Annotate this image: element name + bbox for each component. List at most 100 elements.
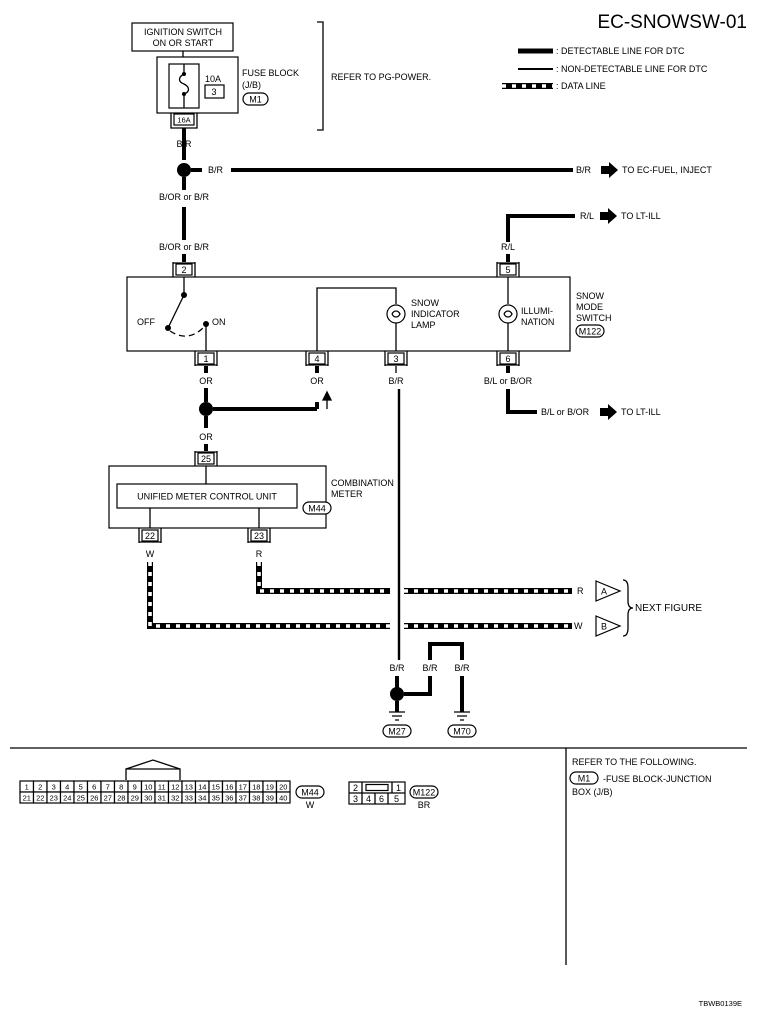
- to-lt-ill-label-2: TO LT-ILL: [621, 407, 661, 417]
- wire-label-or-4: OR: [310, 376, 324, 386]
- pin6-label: 6: [505, 354, 510, 364]
- switch-off-contact: [165, 325, 171, 331]
- pin2-label: 2: [181, 265, 186, 275]
- switch-name-3: SWITCH: [576, 313, 612, 323]
- fuse-block-connector-badge: [242, 92, 269, 106]
- m44-pin-25: 25: [77, 794, 85, 803]
- lamp-label-3: LAMP: [411, 320, 436, 330]
- ground-m27-badge: [382, 724, 412, 738]
- m44-pin-39: 39: [266, 794, 274, 803]
- m122-pin-5: 5: [394, 794, 399, 804]
- pin3-bracket: [384, 351, 408, 366]
- lamp-label-1: SNOW: [411, 298, 440, 308]
- fuse-contact-bottom: [182, 92, 186, 96]
- ground-m27-label: M27: [388, 727, 406, 737]
- data-line-w-dash: [148, 562, 572, 628]
- figure-code: TBWB0139E: [699, 999, 742, 1008]
- lamp-feed-wire: [316, 287, 397, 351]
- connector-m122-badge: [409, 785, 439, 799]
- m122-pin-1: 1: [396, 783, 401, 793]
- next-figure-a-arrow-icon: [595, 580, 622, 602]
- ground-m70-badge: [447, 724, 477, 738]
- fuse-contact-top: [182, 72, 186, 76]
- illum-label-1: ILLUMI-: [521, 306, 553, 316]
- fuse-rating: 10A: [205, 74, 221, 84]
- m44-pin-32: 32: [171, 794, 179, 803]
- pin3-label: 3: [393, 354, 398, 364]
- wire-gnd-splice-right: [404, 676, 432, 696]
- splice-ground: [390, 687, 404, 701]
- wire-label-rl-2: R/L: [501, 242, 515, 252]
- connector-m122-id: M122: [413, 788, 436, 798]
- m44-pin-16: 16: [225, 783, 233, 792]
- data-line-r: [256, 562, 572, 594]
- pin22-label: 22: [145, 531, 155, 541]
- wire-label-bl-end: B/L or B/OR: [541, 407, 590, 417]
- ignition-switch-box: [131, 22, 234, 52]
- pin1-box: [197, 352, 215, 365]
- ignition-label-1: IGNITION SWITCH: [144, 27, 222, 37]
- legend-detectable-label: : DETECTABLE LINE FOR DTC: [556, 46, 685, 56]
- pin25-bracket: [194, 451, 218, 466]
- refer-title: REFER TO THE FOLLOWING.: [572, 757, 697, 767]
- pin6-bracket: [496, 351, 520, 366]
- m44-pin-6: 6: [92, 783, 96, 792]
- pin4-label: 4: [314, 354, 319, 364]
- m44-pin-9: 9: [133, 783, 137, 792]
- next-figure-b-arrow-icon: [595, 615, 622, 637]
- fuse-block-label-2: (J/B): [242, 80, 261, 90]
- m44-pin-22: 22: [36, 794, 44, 803]
- m44-pin-28: 28: [117, 794, 125, 803]
- switch-name-1: SNOW: [576, 291, 605, 301]
- m44-pin-3: 3: [52, 783, 56, 792]
- connector-m44-id: M44: [301, 788, 319, 798]
- refer-bracket: [317, 21, 324, 131]
- wire-label-gnd-br2: B/R: [422, 663, 438, 673]
- illumination-lamp-icon: [498, 304, 518, 324]
- terminal-16a-label: 16A: [177, 116, 190, 125]
- illum-filament: [503, 310, 513, 318]
- connector-m122-key: [365, 783, 389, 792]
- pin4-bracket: [305, 351, 329, 366]
- wire-label-r-end: R: [577, 586, 584, 596]
- legend: : DETECTABLE LINE FOR DTC : NON-DETECTAB…: [502, 46, 708, 91]
- m44-pin-17: 17: [239, 783, 247, 792]
- m44-pin-20: 20: [279, 783, 287, 792]
- meter-connector-id: M44: [308, 504, 326, 514]
- m122-pin-4: 4: [366, 794, 371, 804]
- pin22-bracket: [138, 528, 162, 543]
- arrow-to-fuel-icon: [601, 162, 618, 178]
- pin25-box: [197, 452, 215, 465]
- m44-pin-14: 14: [198, 783, 206, 792]
- m44-pin-4: 4: [65, 783, 69, 792]
- snow-indicator-lamp-icon: [386, 304, 406, 324]
- m44-pin-33: 33: [185, 794, 193, 803]
- pin25-label: 25: [201, 454, 211, 464]
- ground-m70-label: M70: [453, 727, 471, 737]
- pin2-box: [175, 263, 193, 276]
- wire-label-r-23: R: [256, 549, 263, 559]
- wire-rl-to-ltill: [506, 214, 575, 242]
- wire-label-gnd-br3: B/R: [454, 663, 470, 673]
- wire-label-br-end: B/R: [576, 165, 592, 175]
- pin2-bracket: [172, 262, 196, 277]
- up-arrow-icon: [321, 390, 333, 409]
- wire-label-or-1: OR: [199, 376, 213, 386]
- pin22-box: [141, 529, 159, 542]
- arrow-to-ltill-1-icon: [600, 208, 617, 224]
- wire-label-or-25: OR: [199, 432, 213, 442]
- switch-travel-path: [169, 326, 205, 337]
- m44-pin-21: 21: [23, 794, 31, 803]
- refer-text-1: -FUSE BLOCK-JUNCTION: [603, 774, 712, 784]
- refer-m1-badge: [569, 771, 599, 785]
- m122-pin-6: 6: [379, 794, 384, 804]
- m44-pin-11: 11: [158, 783, 166, 792]
- pin23-label: 23: [254, 531, 264, 541]
- wire-label-w-22: W: [146, 549, 155, 559]
- m44-pin-37: 37: [239, 794, 247, 803]
- lamp-label-2: INDICATOR: [411, 309, 460, 319]
- legend-data-label: : DATA LINE: [556, 81, 606, 91]
- wire-label-br-3: B/R: [388, 376, 404, 386]
- m44-pin-12: 12: [171, 783, 179, 792]
